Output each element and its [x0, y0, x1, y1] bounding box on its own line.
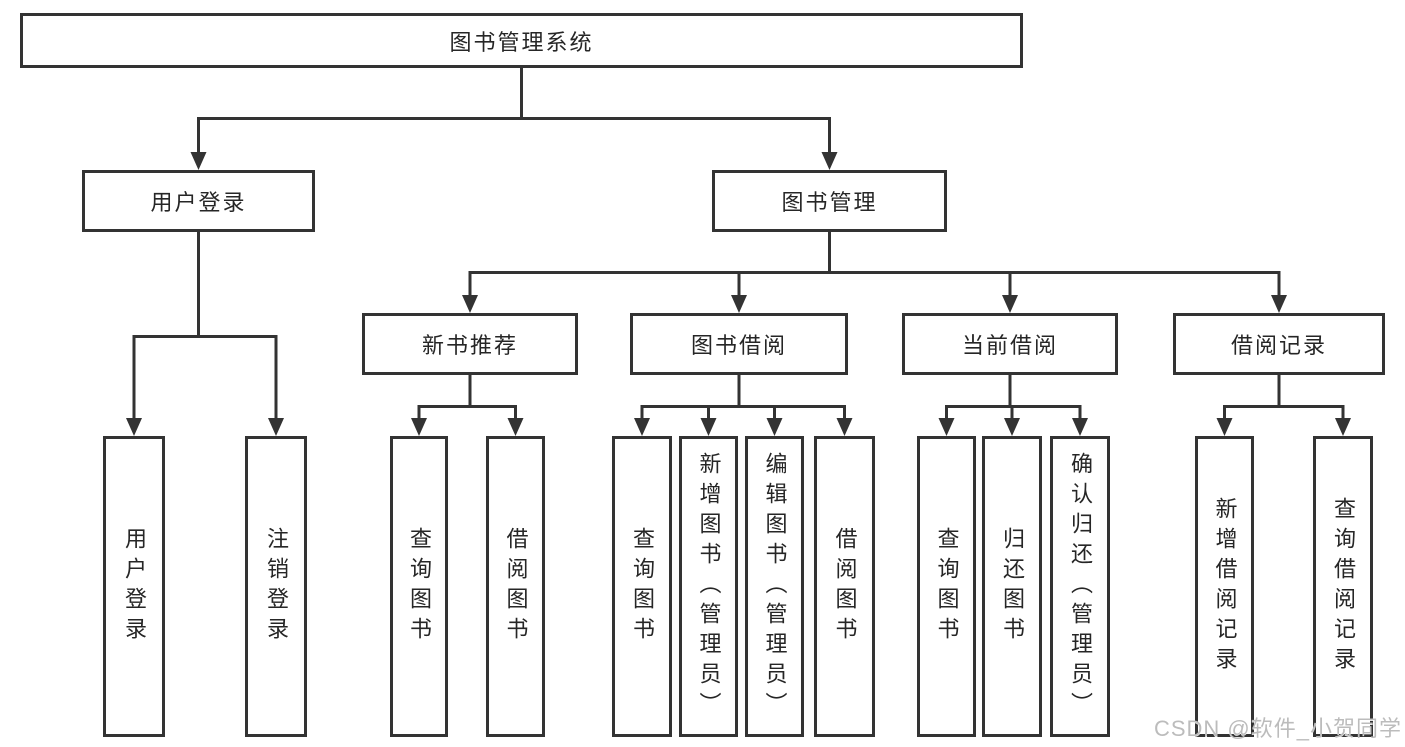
node-user-login-label: 用户登录	[150, 190, 247, 215]
node-leaf-add-borrow-record-label: 新增借阅记录	[1212, 496, 1238, 677]
node-book-management: 图书管理	[712, 170, 947, 232]
node-root: 图书管理系统	[20, 13, 1023, 68]
node-leaf-query-borrow-record: 查询借阅记录	[1313, 436, 1373, 737]
node-new-book-recommend-label: 新书推荐	[421, 333, 518, 358]
node-current-borrow-label: 当前借阅	[961, 333, 1058, 358]
node-root-label: 图书管理系统	[449, 29, 594, 55]
node-leaf-logout: 注销登录	[245, 436, 307, 737]
connector-root-to-level2	[190, 66, 838, 170]
node-leaf-borrow-query-books: 查询图书	[612, 436, 672, 737]
arrow-down-icon	[190, 152, 838, 170]
node-leaf-logout-label: 注销登录	[264, 526, 289, 647]
node-leaf-user-login: 用户登录	[103, 436, 165, 737]
node-leaf-recommend-borrow-books: 借阅图书	[486, 436, 545, 737]
connector-user-login-to-leaves	[126, 230, 284, 436]
connector-new-book-recommend-to-leaves	[411, 373, 524, 436]
node-leaf-return-books-label: 归还图书	[1000, 526, 1025, 647]
arrow-down-icon	[634, 418, 853, 436]
connector-book-borrow-to-leaves	[634, 373, 853, 436]
arrow-down-icon	[126, 418, 284, 436]
node-leaf-user-login-label: 用户登录	[122, 526, 147, 647]
node-leaf-recommend-borrow-books-label: 借阅图书	[503, 526, 529, 647]
node-leaf-borrow-books-label: 借阅图书	[832, 526, 858, 647]
node-leaf-add-books-admin: 新增图书（管理员）	[679, 436, 738, 737]
node-borrow-records: 借阅记录	[1173, 313, 1385, 375]
node-leaf-borrow-query-books-label: 查询图书	[630, 526, 655, 647]
node-borrow-records-label: 借阅记录	[1230, 333, 1327, 358]
node-leaf-confirm-return-admin: 确认归还（管理员）	[1050, 436, 1110, 737]
node-leaf-edit-books-admin-label: 编辑图书（管理员）	[762, 451, 788, 722]
connector-borrow-records-to-leaves	[1216, 373, 1351, 436]
arrow-down-icon	[938, 418, 1088, 436]
node-leaf-borrow-books: 借阅图书	[814, 436, 875, 737]
node-leaf-current-query-books-label: 查询图书	[934, 526, 960, 647]
node-leaf-return-books: 归还图书	[982, 436, 1042, 737]
node-leaf-add-books-admin-label: 新增图书（管理员）	[696, 451, 722, 722]
node-book-management-label: 图书管理	[781, 190, 878, 215]
node-leaf-recommend-query-books: 查询图书	[390, 436, 448, 737]
connector-book-management-to-level3	[462, 230, 1287, 313]
node-book-borrow-label: 图书借阅	[690, 333, 787, 358]
node-leaf-confirm-return-admin-label: 确认归还（管理员）	[1068, 451, 1093, 722]
arrow-down-icon	[462, 295, 1287, 313]
csdn-watermark: CSDN @软件_小贺同学	[1153, 716, 1402, 741]
node-leaf-edit-books-admin: 编辑图书（管理员）	[745, 436, 804, 737]
connector-current-borrow-to-leaves	[938, 373, 1088, 436]
arrow-down-icon	[411, 418, 524, 436]
node-new-book-recommend: 新书推荐	[362, 313, 578, 375]
node-leaf-current-query-books: 查询图书	[917, 436, 976, 737]
node-current-borrow: 当前借阅	[902, 313, 1118, 375]
node-book-borrow: 图书借阅	[630, 313, 848, 375]
node-leaf-query-borrow-record-label: 查询借阅记录	[1331, 496, 1356, 677]
arrow-down-icon	[1216, 418, 1351, 436]
node-leaf-add-borrow-record: 新增借阅记录	[1195, 436, 1254, 737]
node-leaf-recommend-query-books-label: 查询图书	[407, 526, 432, 647]
node-user-login: 用户登录	[82, 170, 315, 232]
